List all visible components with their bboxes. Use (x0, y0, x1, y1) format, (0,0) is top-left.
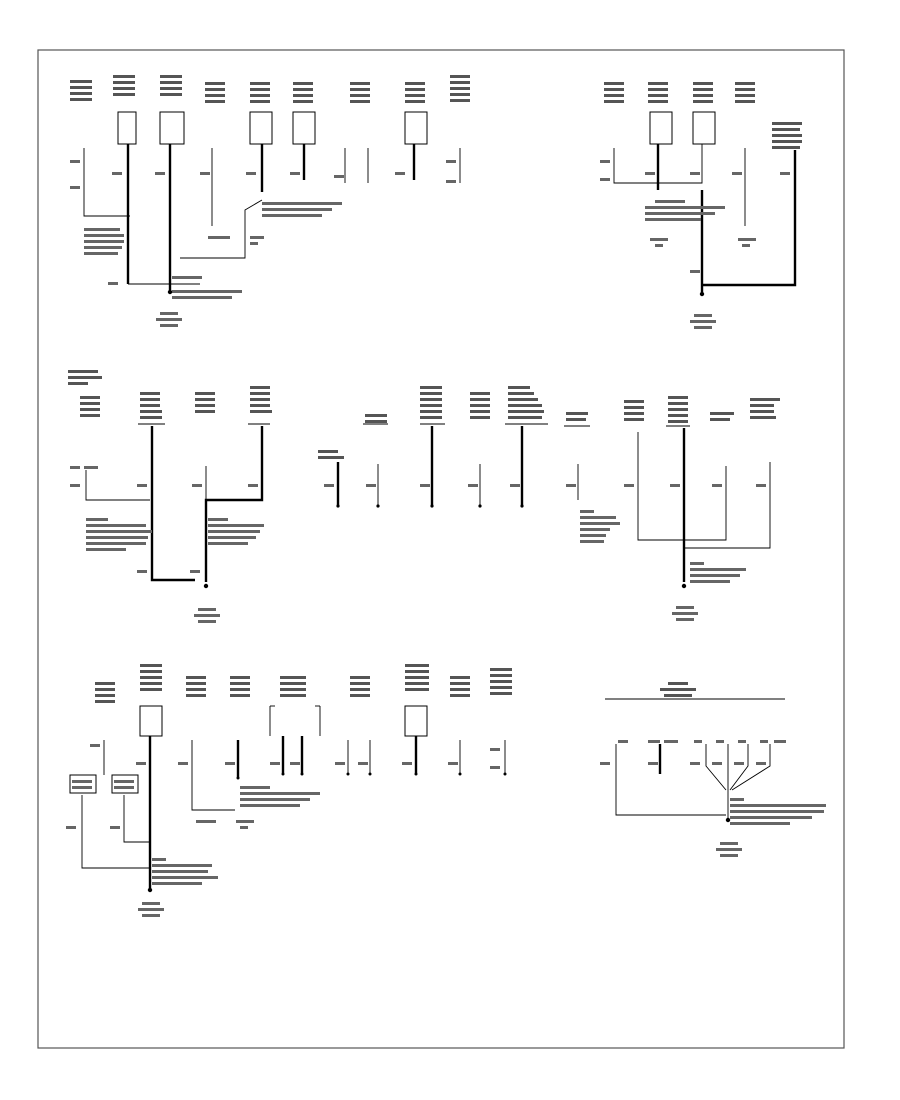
ground-label (138, 902, 164, 917)
connector-box (249, 111, 273, 145)
ground-label (672, 606, 698, 621)
section-upper-right (600, 82, 802, 329)
ground-point (147, 887, 153, 893)
connector-box (404, 705, 428, 737)
connector-box (117, 111, 137, 145)
connector-box (692, 111, 716, 145)
ground-point (203, 583, 209, 589)
diagram-frame (37, 49, 845, 1049)
ground-point (725, 817, 731, 823)
component-label-group (70, 75, 470, 103)
connector-box (69, 774, 97, 794)
connector-box (159, 111, 185, 145)
section-upper-left (70, 75, 470, 327)
connector-box (404, 111, 428, 145)
ground-point (167, 289, 173, 295)
ground-label (156, 312, 182, 327)
connector-box (111, 774, 139, 794)
ground-label (194, 608, 220, 623)
ground-label (716, 842, 742, 857)
section-middle-right (564, 396, 780, 621)
connector-box (649, 111, 673, 145)
connector-box (139, 705, 163, 737)
section-middle-left (68, 370, 272, 623)
section-lower-left (66, 664, 512, 917)
section-middle-center (318, 386, 548, 508)
ground-label (690, 314, 716, 329)
ground-point (699, 291, 705, 297)
section-lower-right (600, 682, 826, 857)
connector-box (292, 111, 316, 145)
ground-point (681, 583, 687, 589)
